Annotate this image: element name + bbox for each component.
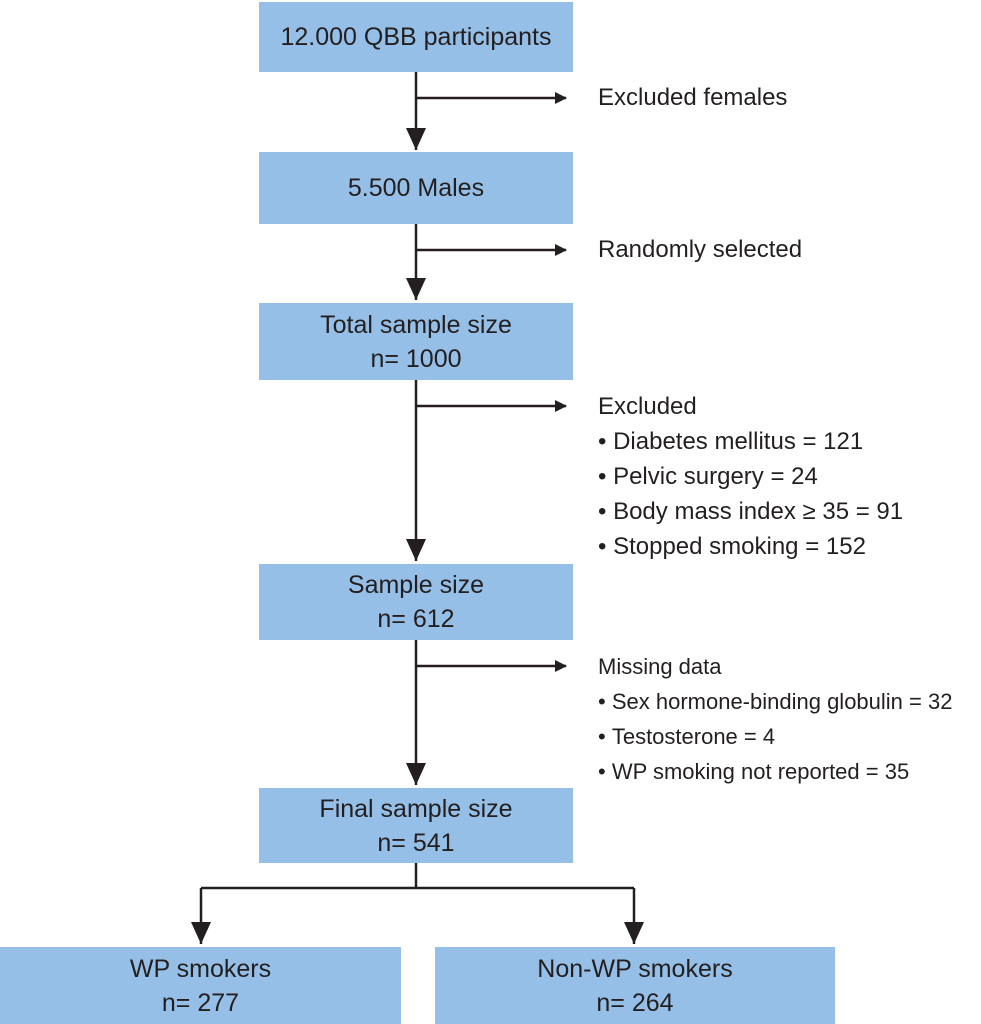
note-randomly-selected: Randomly selected [598,236,803,263]
missing-item: Sex hormone-binding globulin = 32 [598,684,953,719]
exclusion-item: Stopped smoking = 152 [598,529,903,564]
box-count: n= 1000 [370,344,462,373]
note-title: Excluded [598,393,697,420]
box-title: Final sample size [319,794,513,823]
exclusion-item: Diabetes mellitus = 121 [598,424,903,459]
box-count: n= 541 [377,828,455,857]
box-non-wp-smokers: Non-WP smokers n= 264 [435,947,835,1024]
note-missing-data: Missing data Sex hormone-binding globuli… [598,649,952,789]
box-label: 5.500 Males [347,174,485,202]
box-title: Sample size [347,571,485,599]
box-total-sample-size: Total sample size n= 1000 [259,303,573,380]
box-title: WP smokers [129,954,272,983]
box-title: Total sample size [320,310,512,339]
box-count: n= 612 [377,605,455,633]
box-males: 5.500 Males [259,152,573,224]
missing-item: WP smoking not reported = 35 [598,754,952,789]
missing-item: Testosterone = 4 [598,719,952,754]
note-excluded: Excluded Diabetes mellitus = 121 Pelvic … [598,389,903,564]
exclusion-item: Pelvic surgery = 24 [598,459,903,494]
note-title: Missing data [598,654,722,679]
box-title: Non-WP smokers [537,954,733,983]
box-wp-smokers: WP smokers n= 277 [0,947,401,1024]
box-count: n= 277 [161,988,240,1017]
box-sample-size: Sample size n= 612 [259,564,573,640]
box-qbb-participants: 12.000 QBB participants [259,2,573,72]
box-count: n= 264 [596,988,674,1017]
box-final-sample-size: Final sample size n= 541 [259,788,573,863]
box-label: 12.000 QBB participants [280,23,552,51]
note-excluded-females: Excluded females [598,84,788,111]
exclusion-item: Body mass index ≥ 35 = 91 [598,494,903,529]
